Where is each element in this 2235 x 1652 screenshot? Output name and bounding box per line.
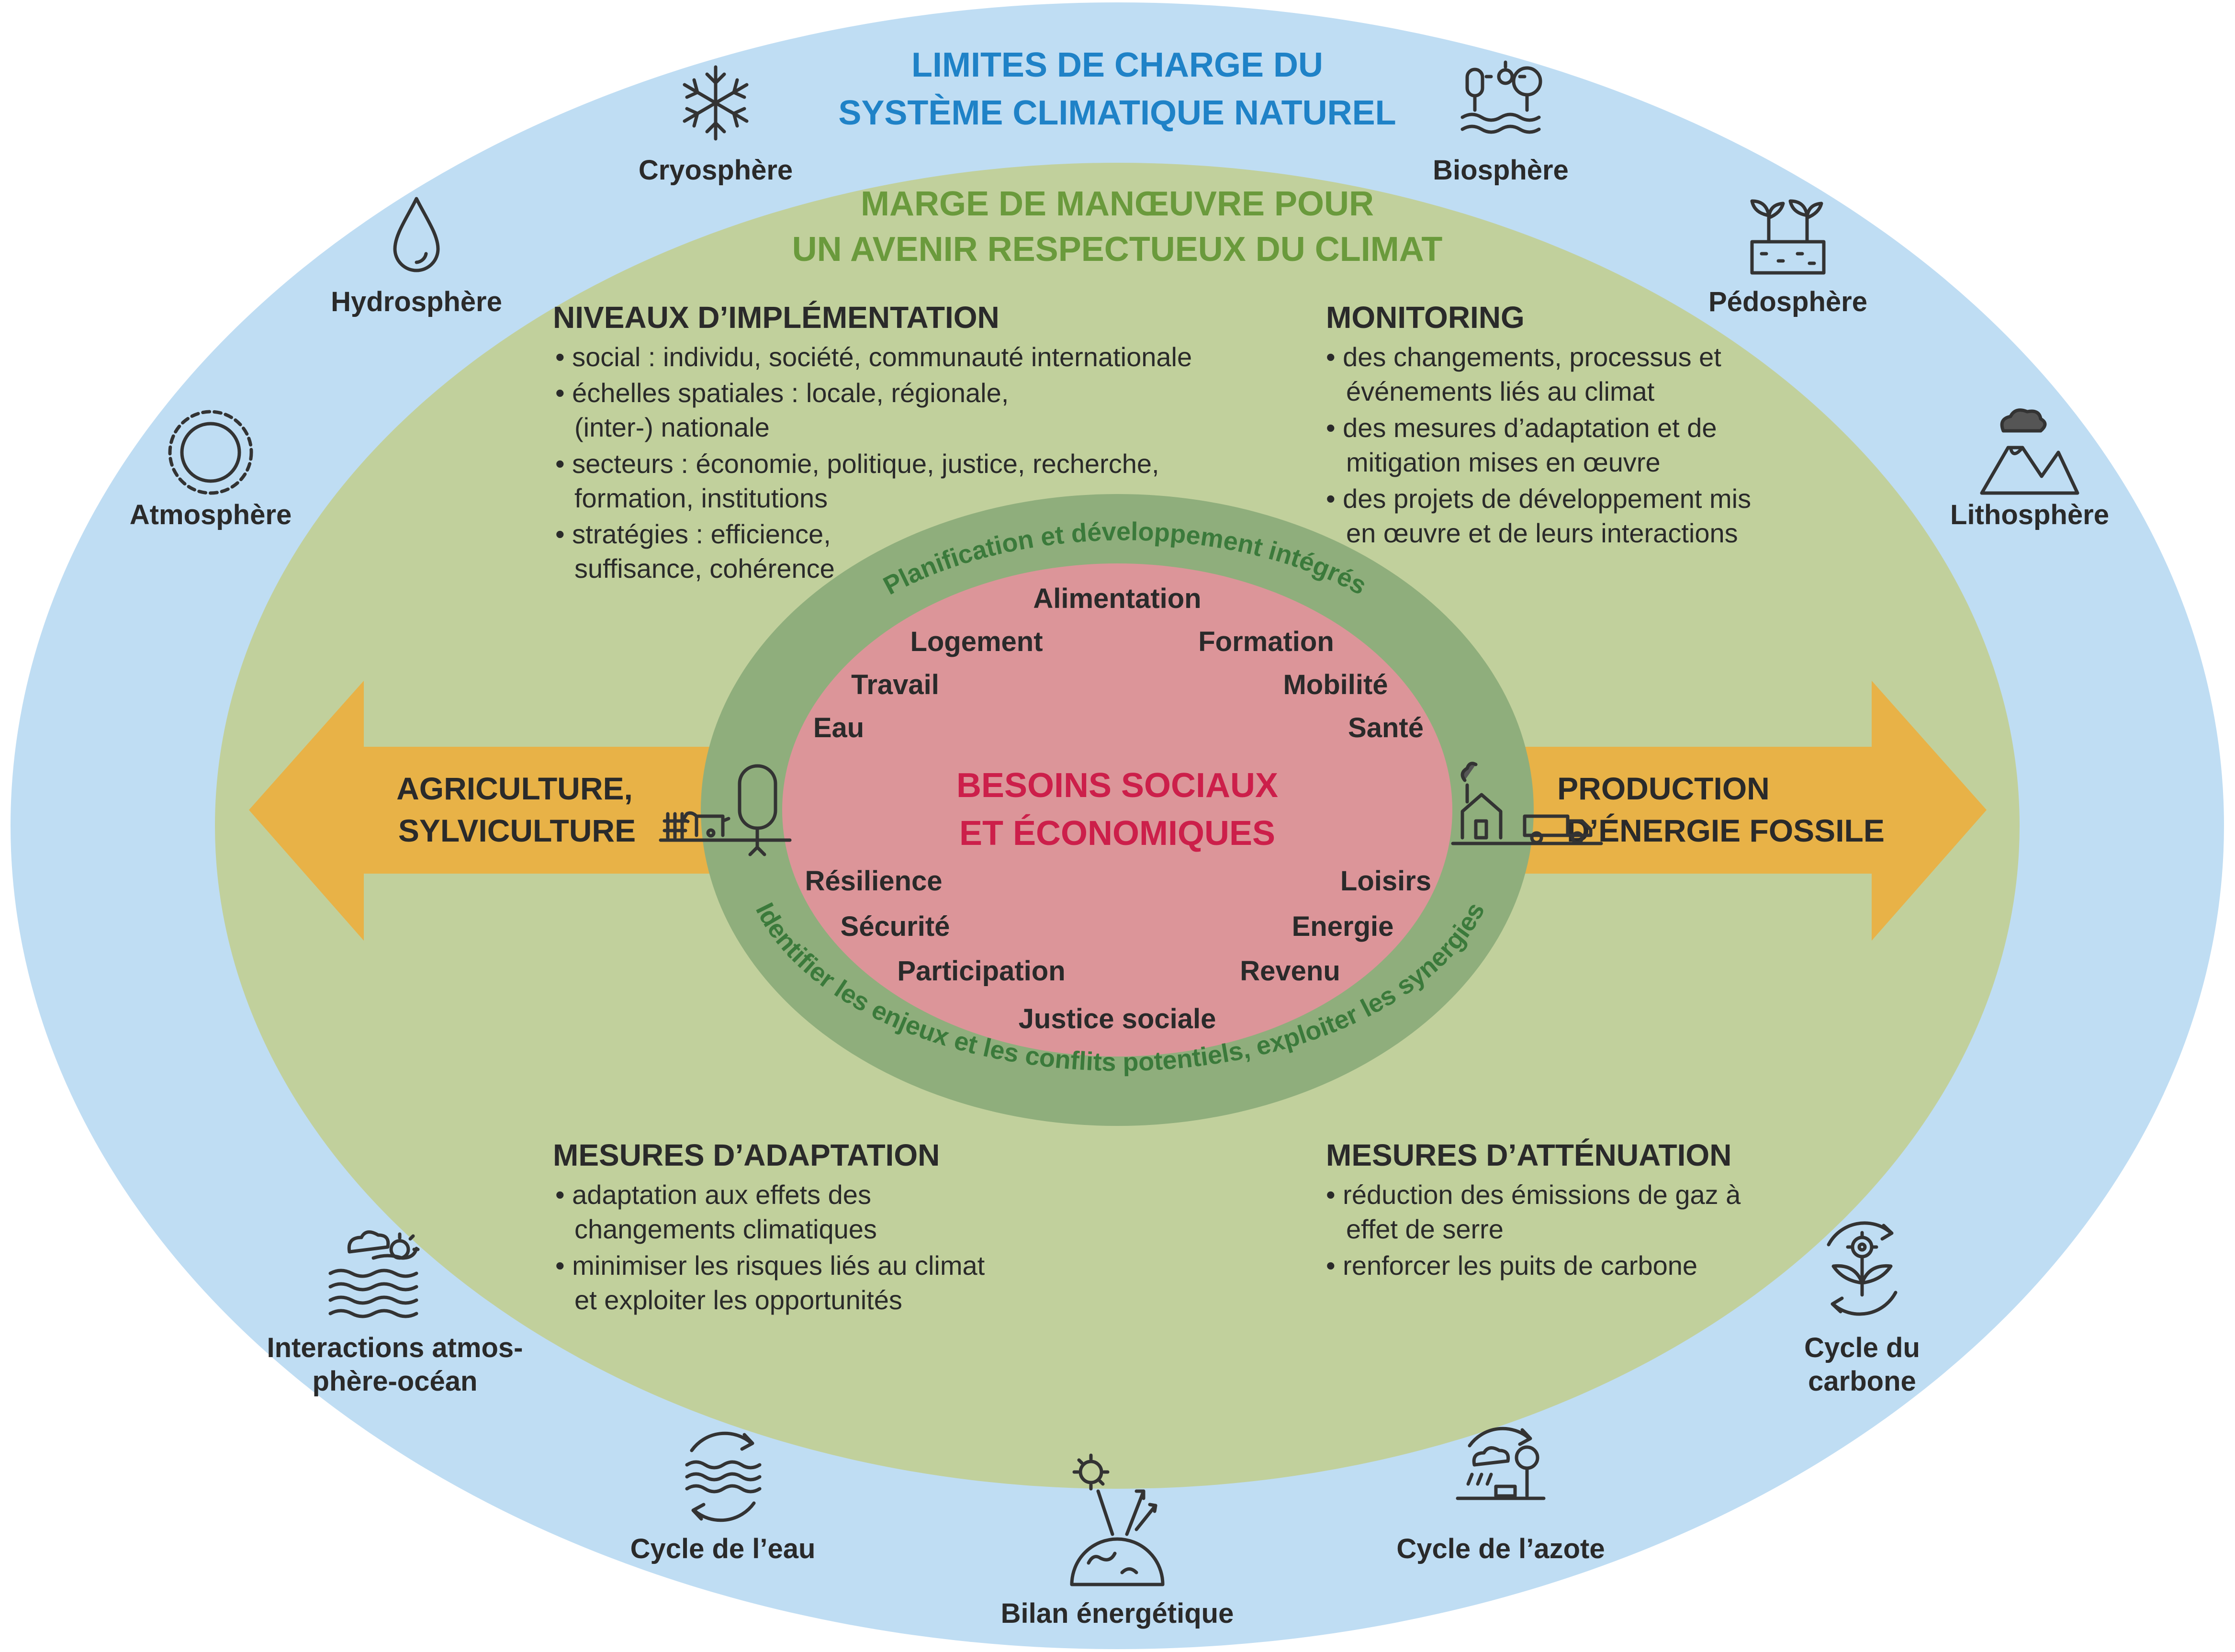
mitigation-heading: MESURES D’ATTÉNUATION [1326,1138,1731,1172]
label-energy-balance: Bilan énergétique [1001,1598,1234,1629]
label-cryosphere: Cryosphère [639,155,793,186]
label-nitrogen-cycle: Cycle de l’azote [1396,1533,1605,1564]
trees-water-icon [1460,60,1542,134]
right-arrow [1438,681,1987,941]
monitoring-bullet-2a: • des mesures d’adaptation et de [1326,413,1717,443]
farm-tree-cow-icon [659,764,792,856]
energy-balance-icon [1070,1453,1165,1586]
monitoring-block: MONITORING • des changements, processus … [1326,300,1751,548]
monitoring-bullet-3b: en œuvre et de leurs interactions [1346,518,1738,548]
need-mobilite: Mobilité [1283,669,1388,700]
right-arrow-label-line1: PRODUCTION [1557,771,1770,806]
need-logement: Logement [910,626,1043,657]
label-interactions-line1: Interactions atmos- [267,1332,523,1363]
adaptation-bullet-1a: • adaptation aux effets des [555,1180,871,1210]
middle-title-line2: UN AVENIR RESPECTUEUX DU CLIMAT [792,230,1443,269]
need-energie: Energie [1292,911,1394,942]
need-justice: Justice sociale [1019,1003,1216,1034]
need-resilience: Résilience [805,865,943,897]
water-cycle-icon [685,1431,762,1522]
label-atmosphere: Atmosphère [130,499,292,530]
outer-title-line2: SYSTÈME CLIMATIQUE NATUREL [838,94,1396,132]
monitoring-bullet-3a: • des projets de développement mis [1326,483,1751,514]
water-drop-icon [393,197,440,272]
left-arrow-label-line1: AGRICULTURE, [396,771,633,806]
right-arrow-label-line2: D’ÉNERGIE FOSSILE [1567,813,1885,848]
implementation-heading: NIVEAUX D’IMPLÉMENTATION [553,300,1000,335]
snowflake-icon [683,65,749,141]
left-arrow-label-line2: SYLVICULTURE [398,813,636,848]
need-securite: Sécurité [841,911,950,942]
mitigation-block: MESURES D’ATTÉNUATION • réduction des ém… [1326,1138,1741,1281]
label-interactions-line2: phère-océan [313,1366,478,1397]
cloud-sun-waves-icon [328,1230,420,1318]
adaptation-block: MESURES D’ADAPTATION • adaptation aux ef… [553,1138,985,1315]
label-lithosphere: Lithosphère [1950,499,2109,530]
need-formation: Formation [1198,626,1334,657]
implementation-bullet-3a: • secteurs : économie, politique, justic… [555,449,1159,479]
implementation-block: NIVEAUX D’IMPLÉMENTATION • social : indi… [553,300,1192,584]
label-water-cycle: Cycle de l’eau [630,1533,816,1564]
label-biosphere: Biosphère [1433,155,1569,186]
mitigation-bullet-2: • renforcer les puits de carbone [1326,1250,1697,1281]
adaptation-heading: MESURES D’ADAPTATION [553,1138,940,1172]
label-hydrosphere: Hydrosphère [331,286,502,317]
need-participation: Participation [897,955,1065,987]
need-alimentation: Alimentation [1033,583,1201,614]
implementation-bullet-3b: formation, institutions [574,483,828,513]
monitoring-heading: MONITORING [1326,300,1525,335]
need-loisirs: Loisirs [1340,865,1431,897]
monitoring-bullet-2b: mitigation mises en œuvre [1346,447,1661,477]
need-travail: Travail [851,669,939,700]
need-eau: Eau [813,712,864,743]
nitrogen-cycle-icon [1456,1427,1546,1500]
adaptation-bullet-2b: et exploiter les opportunités [574,1285,902,1315]
outer-title-line1: LIMITES DE CHARGE DU [911,46,1323,84]
implementation-bullet-4a: • stratégies : efficience, [555,519,831,549]
monitoring-bullet-1b: événements liés au climat [1346,376,1655,406]
adaptation-bullet-1b: changements climatiques [574,1214,877,1244]
implementation-bullet-1: • social : individu, société, communauté… [555,342,1192,372]
label-pedosphere: Pédosphère [1708,286,1867,317]
sprouts-soil-icon [1750,199,1826,275]
implementation-bullet-2b: (inter-) nationale [574,412,770,442]
middle-title-line1: MARGE DE MANŒUVRE POUR [861,185,1374,223]
label-carbon-line1: Cycle du [1804,1332,1920,1363]
monitoring-bullet-1a: • des changements, processus et [1326,342,1721,372]
atmosphere-circle-icon [168,410,253,495]
house-truck-factory-icon [1451,762,1603,845]
mitigation-bullet-1b: effet de serre [1346,1214,1504,1244]
implementation-bullet-4b: suffisance, cohérence [574,553,835,584]
need-sante: Santé [1348,712,1424,743]
carbon-cycle-icon [1827,1221,1898,1316]
center-title-line1: BESOINS SOCIAUX [956,766,1278,805]
center-title-line2: ET ÉCONOMIQUES [959,814,1275,853]
adaptation-bullet-2a: • minimiser les risques liés au climat [555,1250,985,1281]
implementation-bullet-2a: • échelles spatiales : locale, régionale… [555,378,1009,408]
left-arrow [249,681,797,941]
volcano-mountains-icon [1980,408,2079,495]
label-carbon-line2: carbone [1808,1366,1916,1397]
mitigation-bullet-1a: • réduction des émissions de gaz à [1326,1180,1741,1210]
center-ellipse [782,563,1452,1056]
need-revenu: Revenu [1240,955,1340,987]
